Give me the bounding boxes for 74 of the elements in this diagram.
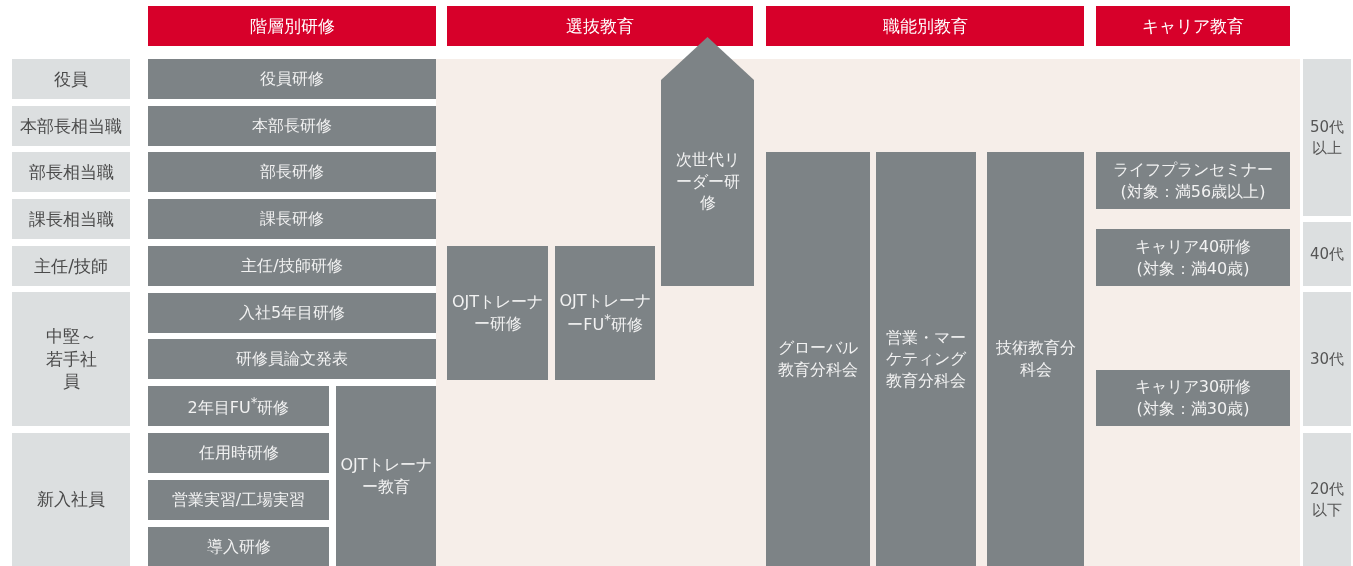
program-text: 課長相当職 — [28, 207, 114, 231]
program-text: 主任/技師 — [34, 254, 108, 278]
program-box — [148, 106, 436, 146]
age-label — [1303, 59, 1351, 216]
program-text: 課長研修 — [260, 208, 324, 230]
header-text: 職能別教育 — [882, 14, 968, 38]
program-text: 部長相当職 — [28, 160, 114, 184]
program-text: ライフプランセミナー — [1113, 158, 1273, 181]
level-label — [12, 199, 130, 239]
program-text: 2年目FU$^{*}$研修 — [187, 393, 290, 419]
program-box — [148, 199, 436, 239]
level-label — [12, 106, 130, 146]
program-text: 次世代リーダー研修 — [674, 149, 741, 214]
program-text: OJTトレーナー教育 — [340, 454, 432, 498]
program-box — [148, 246, 436, 286]
program-box — [1096, 152, 1290, 209]
program-text: OJTトレーナーFU$^{*}$研修 — [559, 289, 651, 337]
program-box — [336, 386, 436, 566]
program-text: 部長研修 — [260, 161, 324, 183]
level-label — [12, 292, 130, 426]
age-label — [1303, 433, 1351, 566]
program-text: 営業・マーケティング教育分科会 — [885, 326, 967, 392]
program-text: 技術教育分科会 — [994, 337, 1077, 381]
program-box — [766, 152, 870, 566]
program-text: 役員 — [54, 67, 88, 91]
program-text: 研修員論文発表 — [236, 348, 348, 370]
category-header — [766, 6, 1084, 46]
program-text: OJTトレーナー研修 — [451, 291, 544, 335]
category-header — [148, 6, 436, 46]
level-label — [12, 59, 130, 99]
program-box — [148, 386, 329, 426]
program-text: 中堅～若手社員 — [44, 324, 98, 394]
program-text: 本部長相当職 — [20, 114, 122, 138]
program-box — [148, 59, 436, 99]
program-box — [555, 246, 655, 380]
program-text: キャリア40研修 — [1134, 235, 1252, 258]
program-text: 30代 — [1309, 348, 1345, 370]
program-box — [876, 152, 976, 566]
program-box — [1096, 229, 1290, 286]
program-text: 主任/技師研修 — [241, 255, 343, 277]
level-label — [12, 246, 130, 286]
program-text: グローバル教育分科会 — [777, 337, 859, 381]
program-box — [1096, 370, 1290, 426]
program-box — [148, 480, 329, 520]
program-text: 導入研修 — [206, 535, 271, 558]
program-text: 入社5年目研修 — [238, 302, 346, 324]
program-text: (対象：満56歳以上) — [1120, 180, 1266, 203]
program-text: (対象：満40歳) — [1136, 257, 1250, 280]
header-text: 階層別研修 — [249, 14, 335, 38]
header-text: キャリア教育 — [1142, 14, 1244, 38]
program-text: 新入社員 — [37, 488, 105, 511]
age-label — [1303, 222, 1351, 286]
program-box — [148, 433, 329, 473]
level-label — [12, 152, 130, 192]
program-text: 役員研修 — [260, 68, 324, 90]
program-text: 40代 — [1309, 243, 1345, 265]
program-box — [148, 293, 436, 333]
header-text: 選抜教育 — [566, 14, 634, 38]
program-box — [148, 152, 436, 192]
program-text: キャリア30研修 — [1134, 376, 1252, 398]
program-text: 本部長研修 — [252, 115, 332, 137]
program-box — [987, 152, 1084, 566]
program-text: (対象：満30歳) — [1136, 398, 1250, 420]
program-text: 営業実習/工場実習 — [171, 489, 306, 511]
category-header — [1096, 6, 1290, 46]
program-box — [447, 246, 548, 380]
program-text: 50代以上 — [1309, 117, 1345, 158]
age-label — [1303, 292, 1351, 426]
program-box — [148, 339, 436, 379]
category-header — [447, 6, 753, 46]
program-text: 任用時研修 — [198, 442, 279, 464]
program-box — [148, 527, 329, 566]
program-text: 20代以下 — [1309, 479, 1345, 520]
level-label — [12, 433, 130, 566]
